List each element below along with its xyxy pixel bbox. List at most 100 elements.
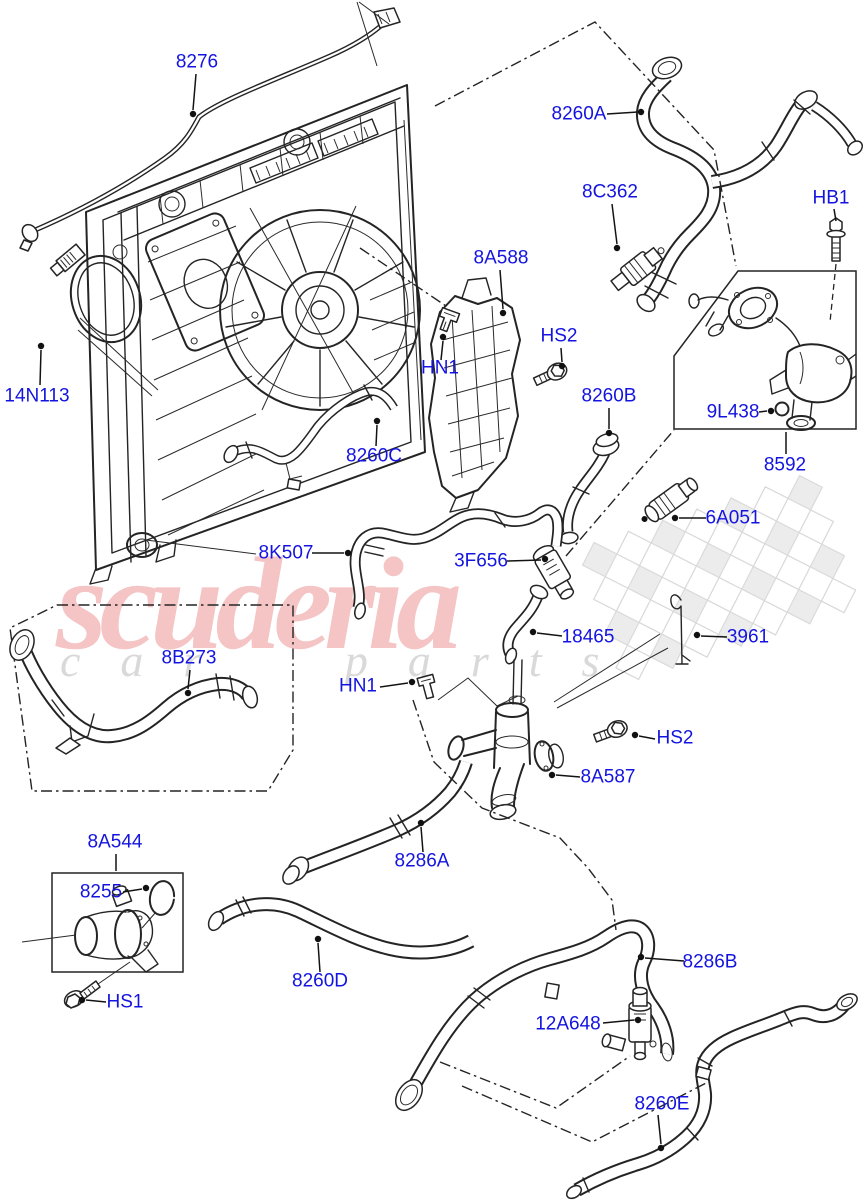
- part-label-3F656-14: 3F656: [454, 551, 508, 572]
- hose-8286A-drawing: [282, 762, 466, 885]
- part-label-8260A-1: 8260A: [552, 104, 607, 125]
- leader-line-3961: [700, 635, 728, 638]
- callout-dot-14N113: [37, 342, 45, 350]
- callout-dot-18465: [529, 628, 537, 636]
- heat-shield-8A588-drawing: [428, 277, 521, 513]
- callout-dot-8K507: [344, 549, 352, 557]
- callout-dot-HS1: [78, 996, 86, 1004]
- hose-8260C-drawing: [223, 384, 394, 491]
- part-label-8B273-17: 8B273: [162, 648, 217, 669]
- valve-12A648-drawing: [601, 986, 657, 1061]
- callout-dot-8286A: [417, 819, 425, 827]
- leader-line-3F656: [506, 559, 542, 562]
- part-label-8286A-21: 8286A: [395, 851, 450, 872]
- part-label-HN1-18: HN1: [339, 676, 377, 697]
- callout-dot-12A648: [634, 1016, 642, 1024]
- line-art: [9, 1, 863, 1200]
- sensor-8C362-drawing: [610, 246, 665, 292]
- part-label-3961-16: 3961: [727, 627, 769, 648]
- water-outlet-8A587-drawing: [447, 702, 564, 821]
- callout-dot-8B273: [184, 689, 192, 697]
- part-label-HS2-19: HS2: [657, 728, 694, 749]
- callout-dot-6A051: [671, 514, 679, 522]
- bracket-3961-drawing: [553, 594, 691, 709]
- leader-line-9L438: [758, 410, 768, 413]
- clamp-14N113-drawing: [49, 243, 159, 397]
- leader-line-HN1: [379, 682, 409, 688]
- part-label-HS2-6: HS2: [541, 326, 578, 347]
- part-label-8A587-20: 8A587: [581, 767, 636, 788]
- leader-line-HB1: [833, 208, 837, 222]
- part-label-8255-23: 8255: [80, 882, 122, 903]
- leader-line-18465: [536, 632, 563, 637]
- leader-line-HS2: [560, 347, 563, 363]
- bolt-HB1-drawing: [826, 217, 846, 323]
- leader-line-8B273: [187, 669, 191, 690]
- watermark-brand-text: scuderia: [55, 530, 459, 677]
- part-label-14N113-10: 14N113: [4, 386, 69, 407]
- bolt-HS2-lower-drawing: [592, 719, 628, 743]
- callout-dot-9L438: [767, 407, 775, 415]
- checkered-flag-watermark: [581, 474, 857, 681]
- callout-dot-8C362: [613, 244, 621, 252]
- leader-line-8C362: [611, 203, 618, 245]
- part-label-8592-9: 8592: [764, 455, 806, 476]
- part-label-8260B-7: 8260B: [582, 386, 637, 407]
- leader-line-14N113: [39, 349, 42, 386]
- part-label-8A544-22: 8A544: [88, 832, 143, 853]
- leader-line-8286B: [644, 957, 685, 962]
- callout-dot-8260C: [373, 417, 381, 425]
- part-label-18465-15: 18465: [562, 627, 615, 648]
- part-label-8276-0: 8276: [176, 52, 218, 73]
- hose-8260B-drawing: [559, 432, 620, 545]
- leader-line-8255: [122, 888, 143, 893]
- leader-line-8286A: [420, 826, 424, 853]
- leader-line-HS2: [638, 735, 656, 740]
- hose-8286B-drawing: [394, 926, 673, 1112]
- part-label-9L438-8: 9L438: [707, 402, 760, 423]
- part-label-8260C-11: 8260C: [346, 446, 402, 467]
- part-label-HN1-5: HN1: [421, 358, 459, 379]
- hose-8B273-group: [9, 604, 294, 792]
- leader-line-8A588: [499, 269, 504, 310]
- reference-dash-dot-lines: [359, 21, 737, 1143]
- watermark: scuderia car parts: [55, 474, 857, 686]
- part-label-HB1-3: HB1: [813, 188, 850, 209]
- connector-6A051-drawing: [641, 477, 699, 523]
- pipe-and-clip-drawing: [416, 659, 526, 707]
- hose-8260A-drawing: [634, 56, 863, 313]
- part-label-8C362-2: 8C362: [582, 182, 638, 203]
- thermostat-8592-group: [673, 270, 857, 431]
- radiator-assembly-drawing: [85, 84, 426, 585]
- part-label-8A588-4: 8A588: [474, 248, 529, 269]
- callout-dot-8260B: [605, 429, 613, 437]
- part-label-12A648-27: 12A648: [535, 1014, 601, 1035]
- callout-dot-HS2: [558, 362, 566, 370]
- callout-dot-8260D: [314, 935, 322, 943]
- hose-8260D-drawing: [207, 896, 471, 952]
- part-label-8260D-25: 8260D: [292, 971, 348, 992]
- callout-dot-8276: [189, 110, 197, 118]
- leader-line-8276: [192, 73, 197, 111]
- leader-line-8260C: [375, 424, 378, 447]
- callout-dot-8286B: [637, 953, 645, 961]
- part-label-8260E-28: 8260E: [635, 1094, 690, 1115]
- leader-line-12A648: [602, 1019, 635, 1024]
- callout-dot-HN1: [408, 678, 416, 686]
- callout-dot-3F656: [541, 555, 549, 563]
- part-label-8286B-26: 8286B: [683, 952, 738, 973]
- part-label-6A051-12: 6A051: [706, 508, 761, 529]
- leader-line-8260D: [317, 942, 321, 973]
- callout-dot-HN1: [439, 333, 447, 341]
- callout-dot-8260E: [657, 1144, 665, 1152]
- hose-8260E-drawing: [565, 993, 858, 1200]
- callout-dot-8A588: [499, 309, 507, 317]
- leader-line-HS1: [85, 999, 107, 1003]
- callout-dot-3961: [693, 631, 701, 639]
- tube-8276-drawing: [19, 1, 401, 252]
- callout-dot-8A587: [548, 771, 556, 779]
- callout-dot-8260A: [637, 108, 645, 116]
